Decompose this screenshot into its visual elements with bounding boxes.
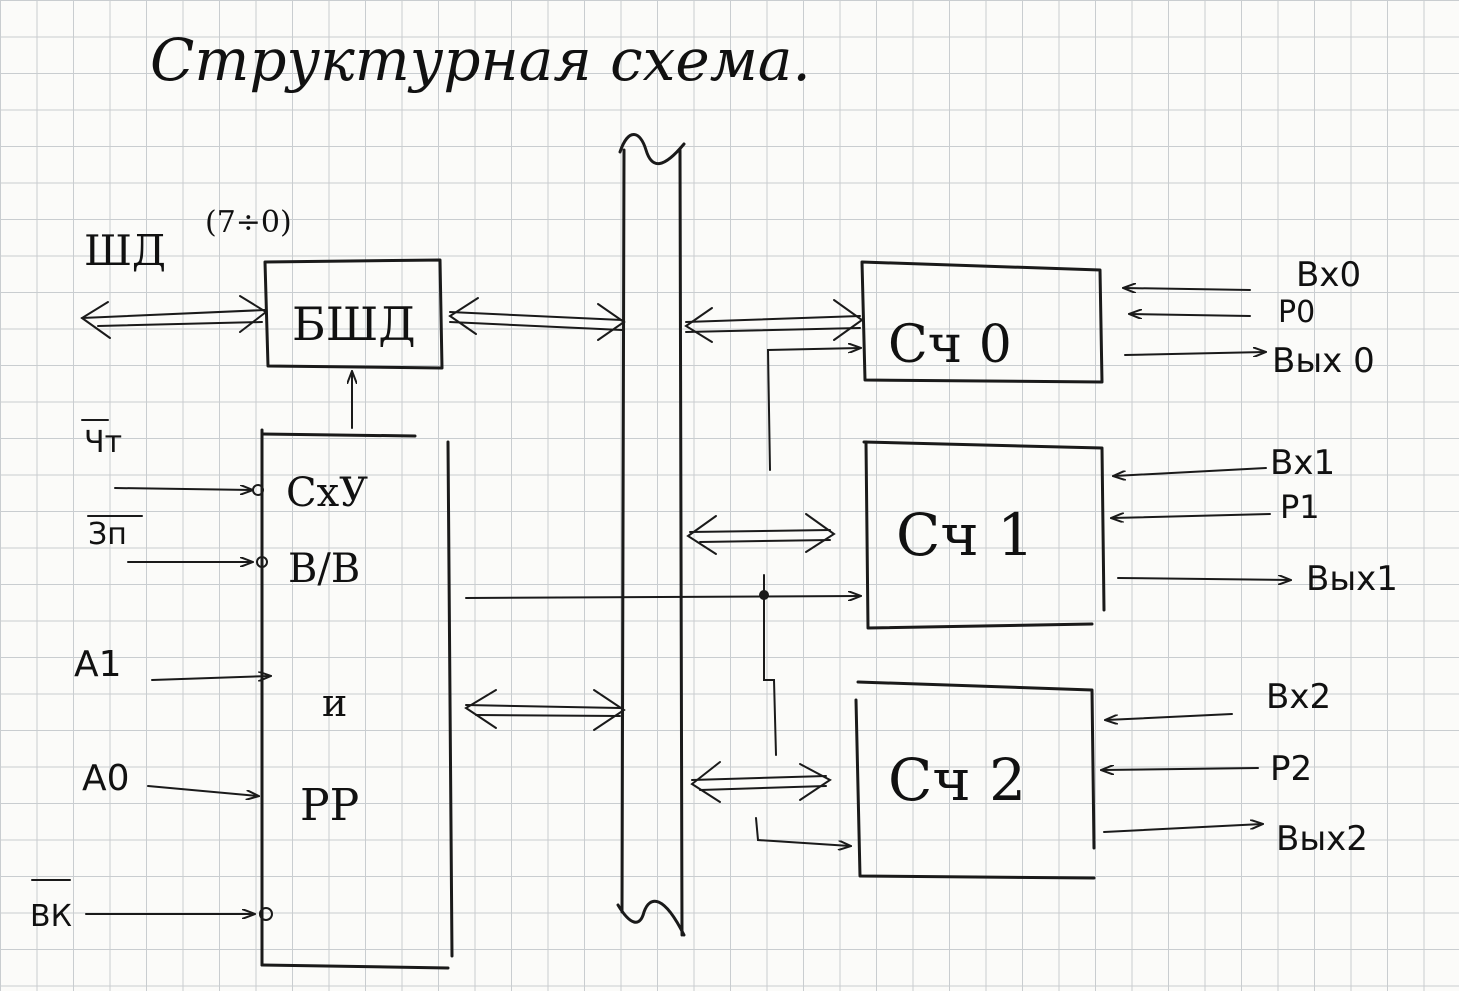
signal-rd: Чт bbox=[81, 419, 264, 496]
diagram-title: Структурная схема. bbox=[150, 26, 811, 94]
counter2-block: Сч 2 bbox=[854, 680, 1096, 880]
counter2-gate-label: Р2 bbox=[1270, 749, 1312, 789]
counter0-signals: Вх0 Р0 Вых 0 bbox=[1124, 255, 1375, 381]
counter1-block: Сч 1 bbox=[862, 440, 1106, 630]
data-bus-label: ШД bbox=[84, 226, 166, 275]
counter1-in-label: Вх1 bbox=[1270, 443, 1335, 483]
counter0-out-label: Вых 0 bbox=[1272, 341, 1375, 381]
counter0-label: Сч 0 bbox=[888, 315, 1012, 375]
counter2-in-label: Вх2 bbox=[1266, 677, 1331, 717]
signal-wr: Зп bbox=[87, 515, 268, 568]
counter1-out-label: Вых1 bbox=[1306, 559, 1398, 599]
control-label-line3: и bbox=[322, 681, 347, 725]
counter1-label: Сч 1 bbox=[896, 501, 1034, 569]
control-label-line4: РР bbox=[300, 780, 359, 831]
signal-cs-label: ВК bbox=[30, 899, 72, 934]
counter1-gate-label: Р1 bbox=[1280, 488, 1320, 526]
signal-wr-label: Зп bbox=[88, 517, 127, 552]
bus-to-counter1-arrow bbox=[686, 513, 836, 555]
signal-a1: A1 bbox=[74, 644, 270, 685]
signal-a0: A0 bbox=[82, 758, 258, 799]
data-buffer-label: БШД bbox=[292, 297, 416, 351]
signal-rd-label: Чт bbox=[84, 425, 122, 460]
data-buffer-block: БШД bbox=[263, 258, 444, 370]
signal-a0-label: A0 bbox=[82, 758, 130, 799]
counter0-in-label: Вх0 bbox=[1296, 255, 1361, 295]
bus-to-counter2-arrow bbox=[690, 761, 832, 803]
signal-a1-label: A1 bbox=[74, 644, 122, 685]
buffer-to-bus-arrow bbox=[448, 297, 626, 341]
control-bus-arrow bbox=[464, 689, 626, 731]
counter2-signals: Вх2 Р2 Вых2 bbox=[1102, 677, 1368, 859]
control-bus-to-counters bbox=[766, 348, 860, 471]
control-to-counter2-line bbox=[755, 817, 850, 846]
control-block: СхУ В/В и РР bbox=[260, 428, 454, 970]
signal-cs: ВК bbox=[30, 879, 273, 934]
bus-to-counter0-arrow bbox=[684, 299, 864, 343]
counter0-gate-label: Р0 bbox=[1278, 295, 1315, 330]
counter1-signals: Вх1 Р1 Вых1 bbox=[1112, 443, 1398, 599]
external-data-bus-arrow bbox=[80, 295, 268, 339]
control-label-line2: В/В bbox=[288, 546, 360, 592]
control-label-line1: СхУ bbox=[286, 470, 368, 516]
control-line-vertical bbox=[763, 574, 777, 756]
data-bus-bits: (7÷0) bbox=[205, 205, 292, 240]
counter0-block: Сч 0 bbox=[860, 260, 1104, 384]
counter2-label: Сч 2 bbox=[888, 746, 1026, 814]
counter2-out-label: Вых2 bbox=[1276, 819, 1368, 859]
control-to-bus-line bbox=[465, 596, 860, 598]
internal-data-bus bbox=[616, 133, 686, 937]
